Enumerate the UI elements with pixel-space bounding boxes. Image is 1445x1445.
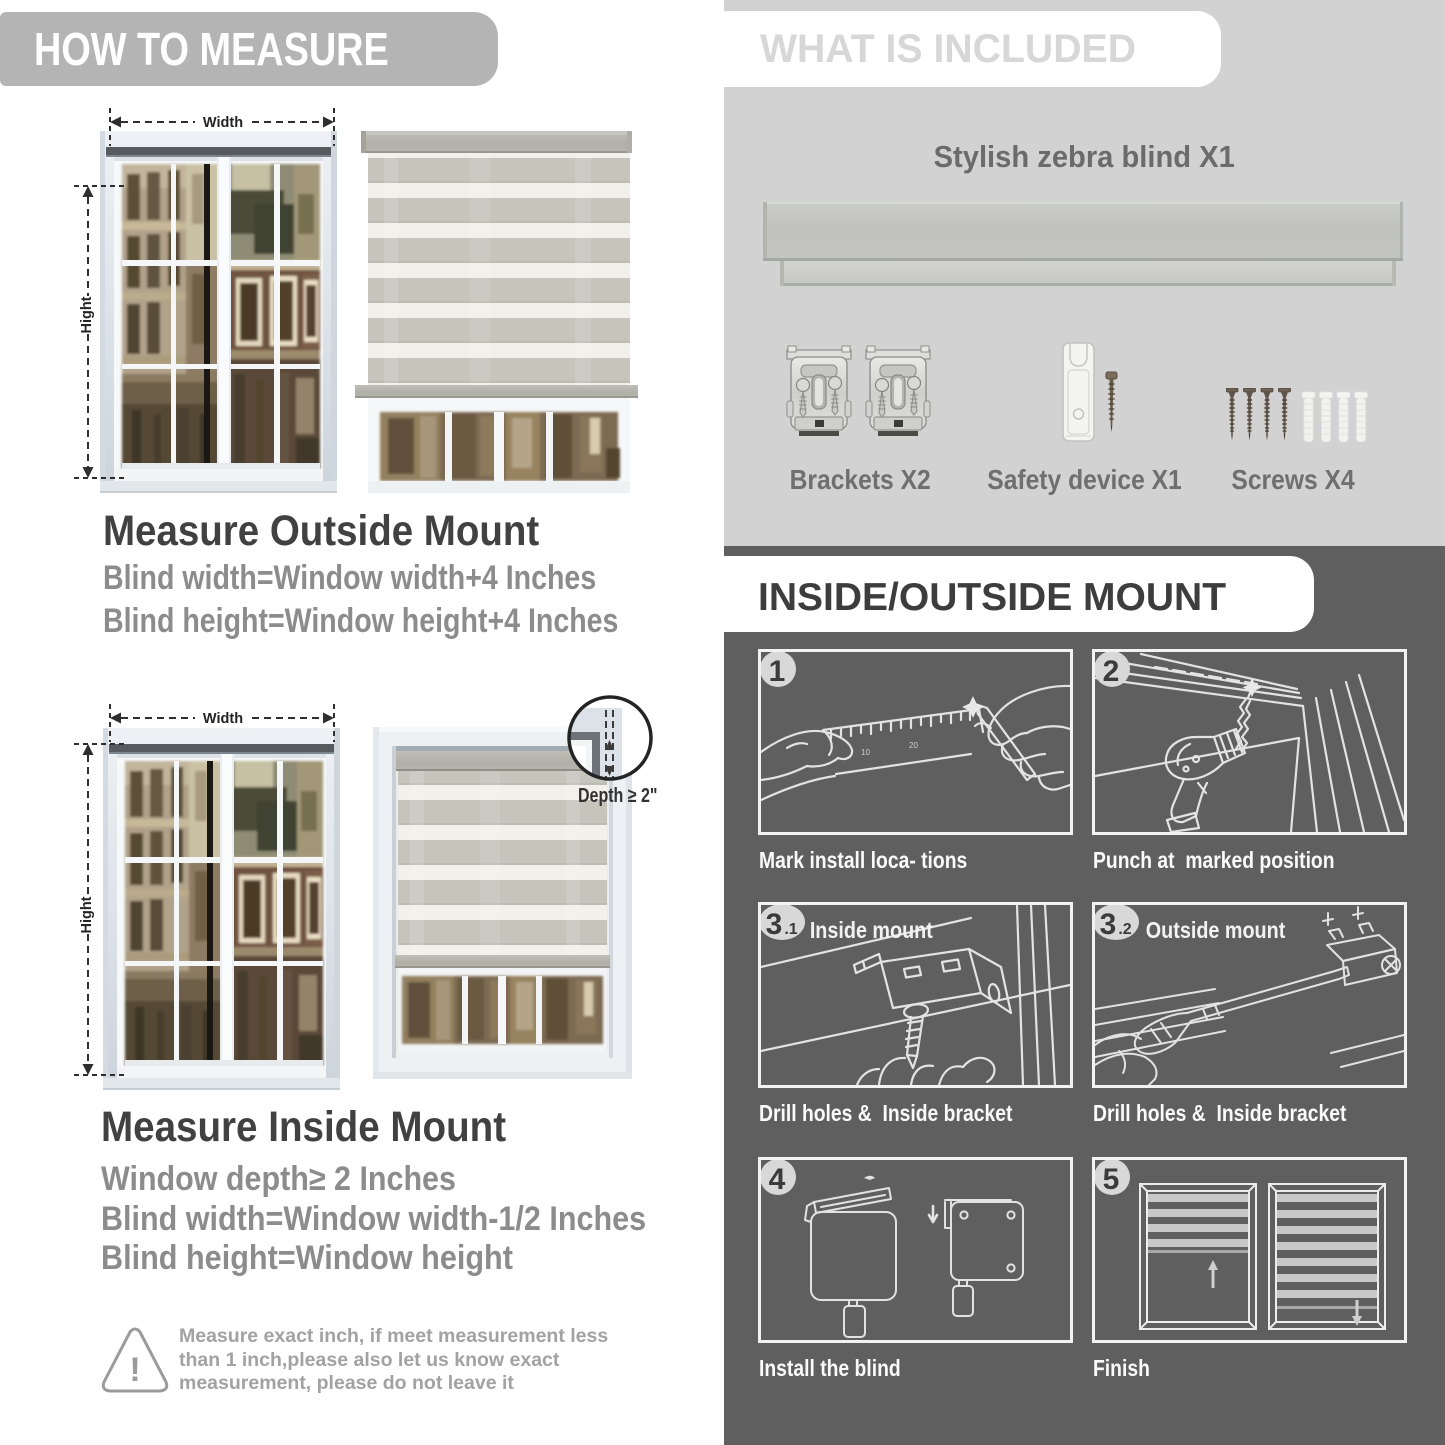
svg-text:1: 1 — [769, 655, 786, 688]
svg-text:!: ! — [129, 1351, 140, 1389]
svg-text:Hight: Hight — [79, 896, 95, 933]
svg-text:Hight: Hight — [79, 296, 95, 333]
svg-text:.1: .1 — [784, 921, 797, 938]
svg-text:2: 2 — [1103, 655, 1120, 688]
svg-text:20: 20 — [909, 741, 918, 750]
svg-text:10: 10 — [861, 748, 870, 757]
svg-text:.2: .2 — [1118, 921, 1131, 938]
svg-text:4: 4 — [769, 1163, 786, 1196]
svg-text:Depth ≥ 2": Depth ≥ 2" — [578, 784, 657, 806]
svg-text:Outside mount: Outside mount — [1146, 918, 1285, 944]
svg-text:Inside mount: Inside mount — [810, 918, 933, 944]
svg-text:3: 3 — [766, 908, 783, 941]
svg-text:Width: Width — [203, 711, 243, 727]
svg-text:Width: Width — [203, 115, 243, 131]
svg-text:5: 5 — [1103, 1163, 1120, 1196]
svg-text:3: 3 — [1100, 908, 1117, 941]
